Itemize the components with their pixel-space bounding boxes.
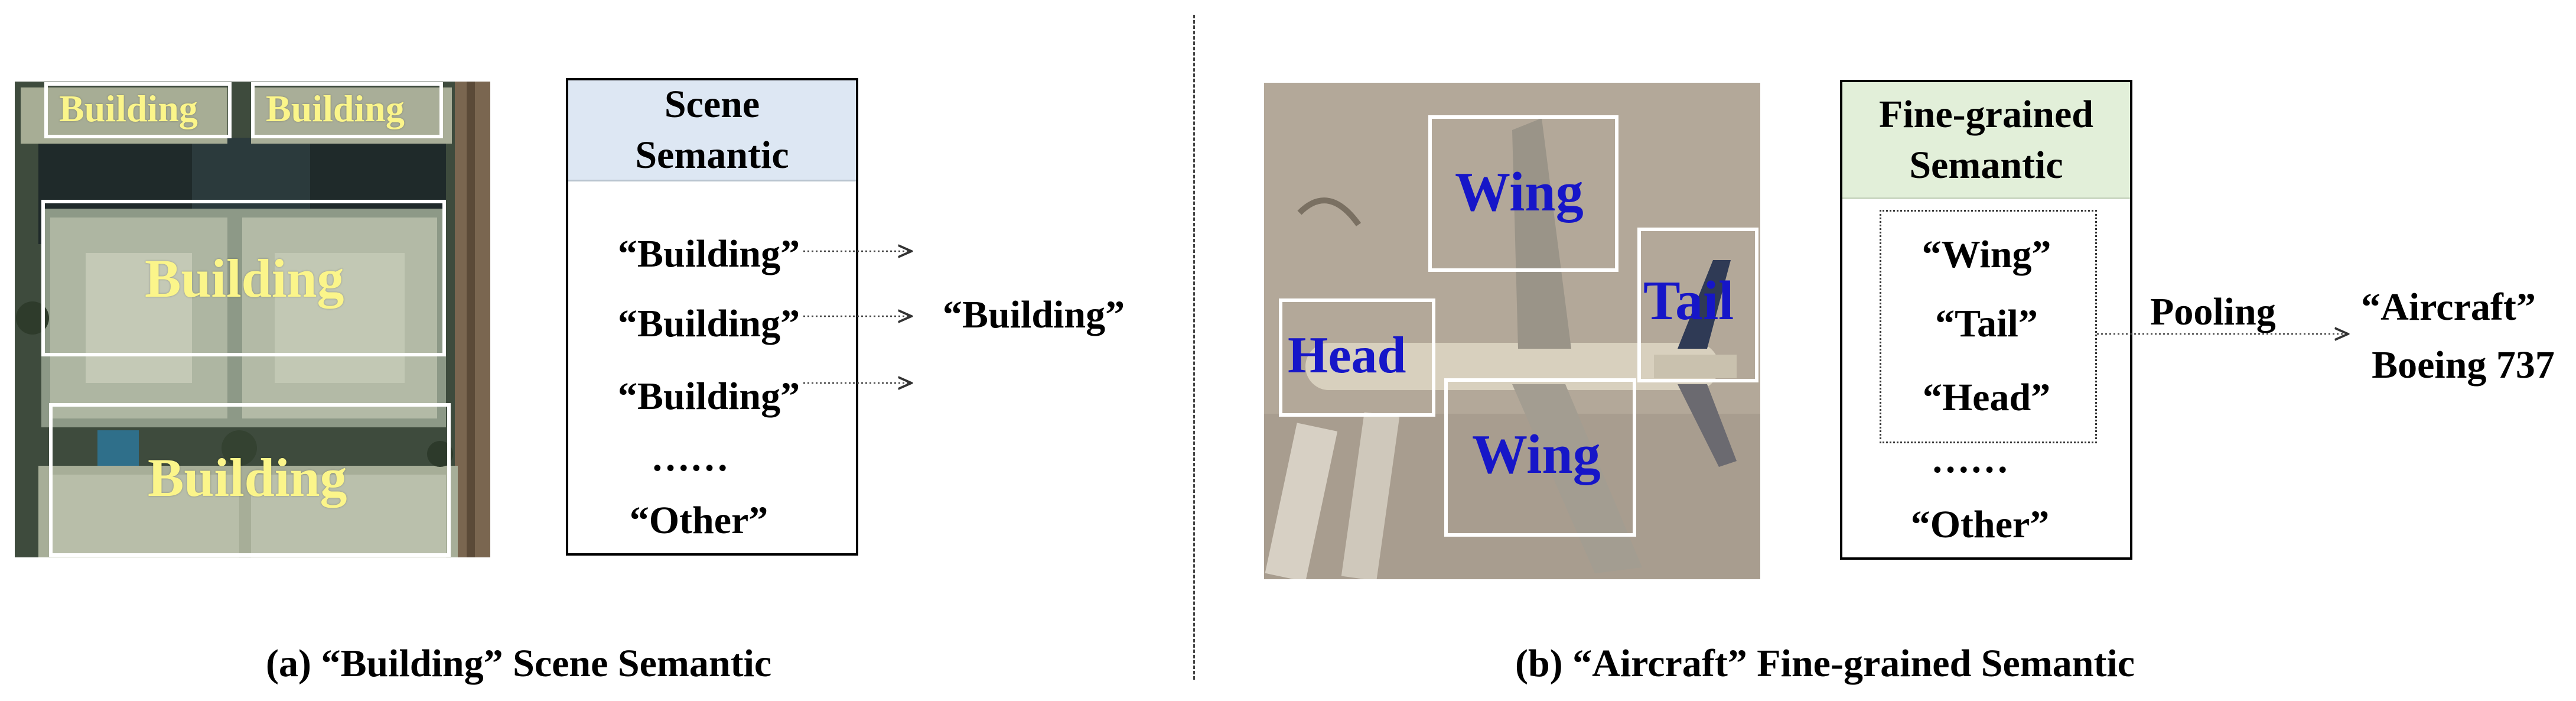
head-label: Head: [1288, 327, 1406, 384]
scene-item-other: “Other”: [629, 499, 768, 542]
fine-item-tail: “Tail”: [1935, 302, 2038, 345]
scene-semantic-table: Scene Semantic: [566, 78, 858, 556]
building-box-middle: [41, 200, 446, 356]
scene-arrows: [803, 236, 921, 402]
pooling-arrow: [2097, 325, 2357, 343]
fine-grained-header: Fine-grained Semantic: [1842, 82, 2130, 199]
panel-divider: [1193, 15, 1195, 680]
scene-item-3: “Building”: [617, 375, 800, 418]
building-label-top-left: Building: [59, 87, 198, 129]
building-box-top-left: [44, 82, 232, 138]
building-box-bottom: [49, 403, 451, 557]
panel-a: Building Building Building Building Scen…: [0, 0, 1181, 701]
wing-label-top: Wing: [1455, 161, 1584, 223]
caption-b: (b) “Aircraft” Fine-grained Semantic: [1515, 642, 2135, 685]
head-box: [1279, 298, 1435, 417]
fine-item-other: “Other”: [1910, 503, 2050, 546]
scene-header-line-1: Scene: [664, 83, 760, 126]
scene-semantic-header: Scene Semantic: [568, 80, 856, 181]
building-image-drawing: [15, 82, 490, 557]
tail-box: [1637, 228, 1758, 382]
wing-box-bottom: [1444, 378, 1636, 537]
scene-item-ellipsis: ……: [651, 436, 729, 479]
building-satellite-image: [15, 82, 490, 557]
fine-header-line-2: Semantic: [1909, 143, 2063, 187]
pooling-label: Pooling: [2150, 290, 2276, 333]
fine-item-wing: “Wing”: [1922, 233, 2051, 276]
scene-item-1: “Building”: [617, 232, 800, 275]
fine-grained-table: Fine-grained Semantic: [1840, 80, 2132, 560]
scene-item-2: “Building”: [617, 302, 800, 345]
aircraft-image-drawing: [1264, 83, 1760, 579]
fine-item-head: “Head”: [1922, 376, 2051, 419]
aircraft-model: Boeing 737: [2372, 343, 2555, 387]
building-label-bottom: Building: [148, 447, 347, 508]
building-label-middle: Building: [145, 248, 344, 309]
wing-box-top: [1428, 115, 1618, 272]
panel-b: Wing Tail Head Wing Fine-grained Semanti…: [1199, 0, 2576, 701]
aircraft-satellite-image: [1264, 83, 1760, 579]
aircraft-result: “Aircraft”: [2361, 285, 2536, 329]
scene-result: “Building”: [942, 293, 1125, 336]
building-box-top-right: [251, 82, 443, 138]
fine-item-ellipsis: ……: [1931, 438, 2009, 481]
fine-header-line-1: Fine-grained: [1879, 92, 2093, 136]
caption-a: (a) “Building” Scene Semantic: [266, 642, 772, 685]
wing-label-bottom: Wing: [1472, 424, 1601, 485]
building-label-top-right: Building: [266, 87, 405, 129]
tail-label: Tail: [1643, 270, 1734, 332]
pooled-items-group: [1880, 210, 2097, 443]
scene-header-line-2: Semantic: [635, 134, 789, 177]
